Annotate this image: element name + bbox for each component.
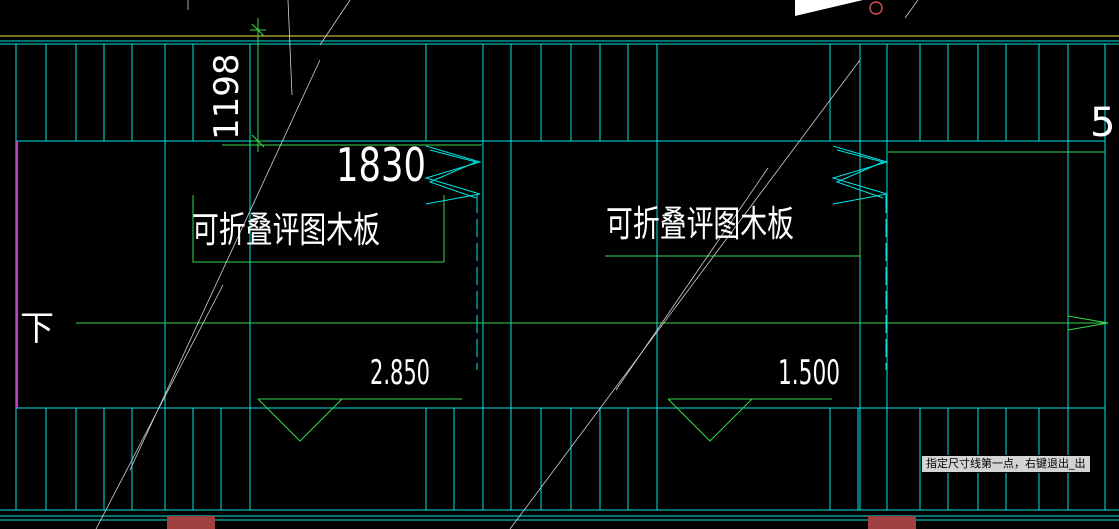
construction-diagonals: [95, 0, 919, 529]
command-prompt-cursor: _出: [1069, 457, 1086, 470]
top-border: [0, 0, 1119, 45]
bottom-seat-blocks: [15, 407, 1105, 511]
top-seat-blocks: [15, 43, 1105, 142]
board-outlines: [192, 195, 861, 442]
dimension-vertical-label: 1198: [207, 53, 247, 140]
board-label-right: 可折叠评图木板: [606, 204, 794, 245]
dimension-horizontal-label: 1830: [336, 138, 426, 192]
fold-hinge-right: [831, 145, 889, 370]
stair-down-mark: 下: [20, 309, 54, 349]
walkway-arrow: [76, 315, 1109, 331]
fold-hinge-left: [424, 145, 482, 370]
command-prompt-tooltip: 指定尺寸线第一点，右键退出_出: [921, 455, 1091, 473]
elevation-label-left: 2.850: [370, 353, 430, 393]
bottom-border: [0, 509, 1119, 529]
elevation-label-right: 1.500: [778, 353, 840, 393]
frame-verticals: [15, 44, 1106, 510]
edge-number-label: 5: [1090, 100, 1115, 146]
dimension-lines: [222, 18, 1105, 153]
board-label-left: 可折叠评图木板: [192, 210, 380, 251]
command-prompt-text: 指定尺寸线第一点，右键退出: [926, 457, 1069, 470]
